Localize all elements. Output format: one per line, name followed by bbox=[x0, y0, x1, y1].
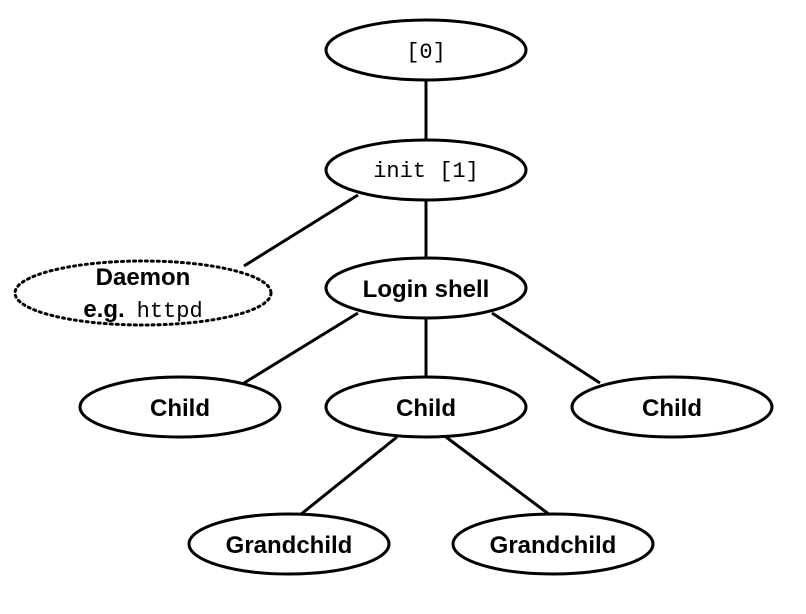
node-swapper-label: [0] bbox=[406, 40, 446, 65]
node-login-shell-label: Login shell bbox=[363, 276, 490, 303]
node-daemon-example: e.g. httpd bbox=[83, 296, 202, 324]
node-grandchild-right-shape bbox=[451, 512, 655, 576]
node-child-right: Child bbox=[570, 375, 774, 439]
node-grandchild-right-label: Grandchild bbox=[490, 532, 617, 559]
node-child-middle: Child bbox=[324, 375, 528, 439]
node-child-left-shape bbox=[78, 375, 282, 439]
node-daemon-example-value: httpd bbox=[137, 299, 203, 324]
node-init-label: init [1] bbox=[373, 159, 479, 184]
node-child-right-label: Child bbox=[642, 395, 702, 422]
node-child-middle-label: Child bbox=[396, 395, 456, 422]
edge-login-shell-child-right bbox=[491, 311, 601, 385]
edge-login-shell-child-left bbox=[243, 311, 359, 385]
node-grandchild-left: Grandchild bbox=[187, 512, 391, 576]
node-daemon-example-prefix: e.g. bbox=[83, 296, 124, 323]
node-daemon-shape bbox=[13, 259, 273, 327]
node-child-middle-shape bbox=[324, 375, 528, 439]
node-child-right-shape bbox=[570, 375, 774, 439]
node-child-left-label: Child bbox=[150, 395, 210, 422]
node-grandchild-left-shape bbox=[187, 512, 391, 576]
node-init-shape bbox=[324, 138, 528, 202]
node-swapper: [0] bbox=[324, 18, 528, 82]
edges bbox=[243, 80, 601, 517]
node-login-shell-shape bbox=[324, 256, 528, 320]
edge-child-middle-grandchild-right bbox=[445, 435, 551, 517]
edge-child-middle-grandchild-left bbox=[299, 435, 398, 517]
node-init: init [1] bbox=[324, 138, 528, 202]
node-swapper-shape bbox=[324, 18, 528, 82]
node-daemon-label: Daemon bbox=[96, 264, 191, 291]
node-child-left: Child bbox=[78, 375, 282, 439]
node-daemon: Daemon e.g. httpd bbox=[13, 259, 273, 327]
node-grandchild-right: Grandchild bbox=[451, 512, 655, 576]
node-login-shell: Login shell bbox=[324, 256, 528, 320]
edge-init-daemon bbox=[243, 193, 359, 268]
node-grandchild-left-label: Grandchild bbox=[226, 532, 353, 559]
